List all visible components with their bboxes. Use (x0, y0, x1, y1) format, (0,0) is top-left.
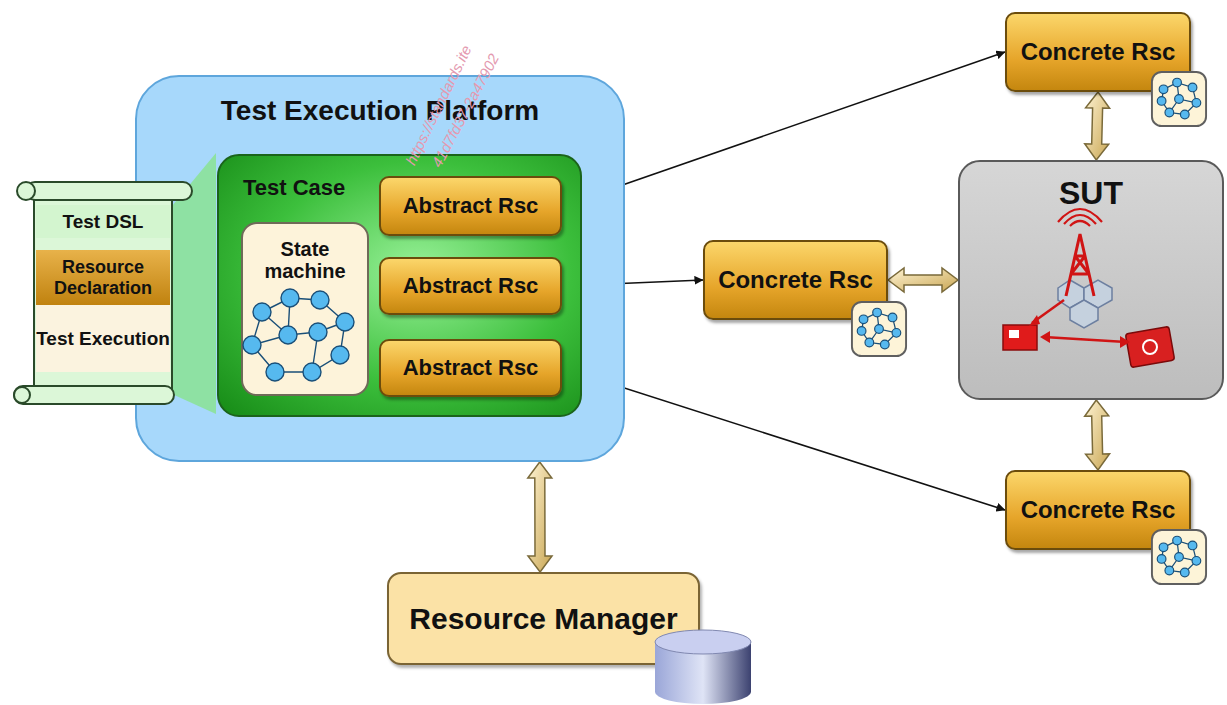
abstract-resource: Abstract Rsc (379, 339, 562, 397)
node-label: Test Case (243, 176, 345, 201)
node-label: Abstract Rsc (403, 274, 539, 299)
node-label: Abstract Rsc (403, 356, 539, 381)
block-arrow (1085, 92, 1110, 160)
concrete-resource: Concrete Rsc (703, 240, 888, 320)
node-label: Test Execution Platform (137, 95, 623, 126)
state-graph (243, 289, 354, 381)
test-case-region: Test CaseState machineAbstract RscAbstra… (217, 154, 582, 417)
node-label: SUT (960, 176, 1222, 212)
node-label: Concrete Rsc (1021, 39, 1176, 66)
zoom-wedge (172, 153, 216, 414)
node-label: Concrete Rsc (1021, 497, 1176, 524)
link-arrow (562, 368, 1005, 510)
node-label: State machine (249, 238, 361, 283)
node-label: Test Execution (36, 328, 170, 349)
node-label: Resource Manager (409, 602, 677, 636)
scroll-band: Test Execution (36, 305, 170, 372)
database-cylinder (655, 630, 751, 704)
sut-box: SUT (958, 160, 1224, 400)
scroll-band: Resource Declaration (36, 250, 170, 305)
abstract-resource: Abstract Rsc (379, 257, 562, 315)
link-arrow (562, 52, 1005, 206)
scroll (14, 182, 192, 404)
scroll-band: Test DSL (36, 205, 170, 238)
block-arrow (888, 268, 958, 292)
state-machine-box: State machine (241, 222, 369, 396)
graph-icon (1152, 72, 1206, 126)
graph-icon (852, 302, 906, 356)
resource-manager: Resource Manager (387, 572, 700, 665)
abstract-resource: Abstract Rsc (379, 176, 562, 236)
node-label: Test DSL (63, 211, 144, 232)
block-arrow (528, 462, 552, 572)
concrete-resource: Concrete Rsc (1005, 470, 1191, 550)
network-picture (1003, 209, 1175, 368)
node-label: Abstract Rsc (403, 194, 539, 219)
concrete-resource: Concrete Rsc (1005, 12, 1191, 92)
block-arrow (1085, 400, 1110, 470)
node-label: Resource Declaration (36, 257, 170, 297)
node-label: Concrete Rsc (718, 267, 873, 294)
graph-icon (1152, 530, 1206, 584)
platform-region: Test Execution PlatformTest CaseState ma… (135, 75, 625, 462)
